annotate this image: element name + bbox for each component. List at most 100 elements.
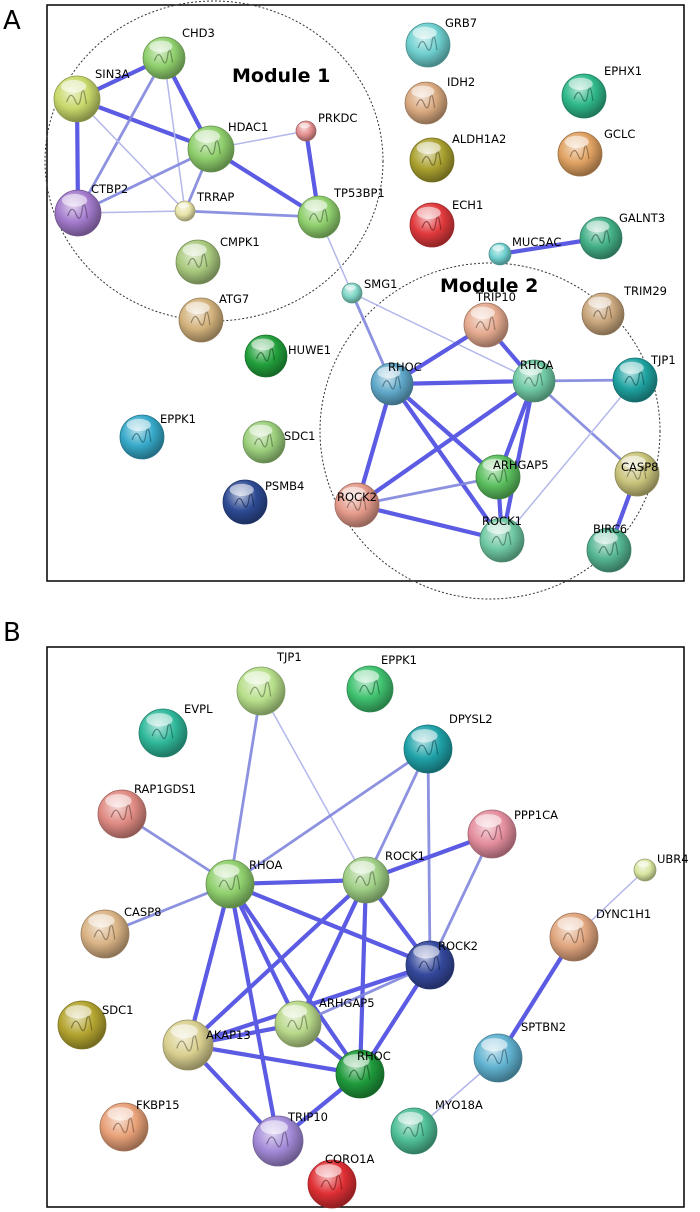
node-label: SMG1 <box>364 277 397 291</box>
structure-icon <box>255 347 276 362</box>
node-trim29[interactable]: TRIM29 <box>581 284 667 336</box>
edge-rhoa-trip10 <box>227 883 281 1142</box>
node-label: CASP8 <box>124 905 161 919</box>
node-rap1gds1[interactable]: RAP1GDS1 <box>97 782 196 839</box>
node-highlight <box>343 1054 370 1068</box>
node-highlight <box>185 301 210 315</box>
node-highlight <box>412 26 437 40</box>
node-eppk1[interactable]: EPPK1 <box>346 653 417 713</box>
edge-smg1-rhoa <box>351 292 535 382</box>
node-label: RHOC <box>388 360 422 374</box>
node-label: TRRAP <box>196 190 234 204</box>
structure-icon <box>415 94 436 109</box>
node-grb7[interactable]: GRB7 <box>405 16 477 68</box>
node-hdac1[interactable]: HDAC1 <box>187 120 268 173</box>
node-myo18a[interactable]: MYO18A <box>390 1098 483 1155</box>
node-rhoc[interactable]: RHOC <box>370 360 422 406</box>
node-prkdc[interactable]: PRKDC <box>295 111 357 142</box>
node-casp8[interactable]: CASP8 <box>614 451 660 497</box>
structure-icon <box>523 372 544 387</box>
node-aldh1a2[interactable]: ALDH1A2 <box>409 132 506 183</box>
node-tjp1[interactable]: TJP1 <box>236 650 302 716</box>
node-rhoc[interactable]: RHOC <box>335 1049 391 1099</box>
node-rhoa[interactable]: RHOA <box>512 358 556 403</box>
node-dpysl2[interactable]: DPYSL2 <box>403 712 493 774</box>
node-casp8[interactable]: CASP8 <box>80 905 161 959</box>
node-highlight <box>593 531 618 545</box>
node-label: GCLC <box>604 127 635 141</box>
node-trip10[interactable]: TRIP10 <box>463 290 516 348</box>
node-highlight <box>170 1024 198 1039</box>
node-ech1[interactable]: ECH1 <box>409 198 483 248</box>
node-highlight <box>345 284 356 291</box>
node-label: GRB7 <box>445 16 477 30</box>
node-rock1[interactable]: ROCK1 <box>479 514 525 563</box>
node-eppk1[interactable]: EPPK1 <box>119 412 196 460</box>
node-label: RHOA <box>249 858 282 872</box>
node-label: BIRC6 <box>593 522 627 536</box>
structure-icon <box>287 1014 308 1030</box>
node-galnt3[interactable]: GALNT3 <box>579 211 665 260</box>
node-tp53bp1[interactable]: TP53BP1 <box>297 186 385 239</box>
node-arhgap5[interactable]: ARHGAP5 <box>274 996 375 1048</box>
node-fkbp15[interactable]: FKBP15 <box>99 1098 180 1152</box>
node-gclc[interactable]: GCLC <box>557 127 635 177</box>
node-rhoa[interactable]: RHOA <box>205 858 282 909</box>
node-dync1h1[interactable]: DYNC1H1 <box>549 907 651 962</box>
node-highlight <box>568 77 593 91</box>
node-coro1a[interactable]: CORO1A <box>307 1152 374 1209</box>
node-sptbn2[interactable]: SPTBN2 <box>473 1020 566 1083</box>
node-arhgap5[interactable]: ARHGAP5 <box>475 454 549 500</box>
structure-icon <box>200 139 221 155</box>
node-highlight <box>178 202 189 209</box>
node-atg7[interactable]: ATG7 <box>178 292 249 343</box>
node-highlight <box>564 135 589 149</box>
edge-rhoa-rock1 <box>499 380 537 541</box>
node-label: CMPK1 <box>220 235 260 249</box>
node-ctbp2[interactable]: CTBP2 <box>54 182 128 237</box>
structure-icon <box>569 145 590 160</box>
node-smg1[interactable]: SMG1 <box>341 277 397 304</box>
node-tjp1[interactable]: TJP1 <box>612 353 676 403</box>
structure-icon <box>187 253 208 268</box>
structure-icon <box>480 824 503 841</box>
node-psmb4[interactable]: PSMB4 <box>222 479 304 525</box>
node-cmpk1[interactable]: CMPK1 <box>175 235 260 285</box>
node-huwe1[interactable]: HUWE1 <box>244 334 331 378</box>
edge-rock1-arhgap5 <box>296 879 368 1025</box>
node-label: TRIM29 <box>623 284 667 298</box>
node-label: ARHGAP5 <box>493 458 549 472</box>
node-sin3a[interactable]: SIN3A <box>53 67 130 123</box>
edge-rhoa-rhoc <box>228 882 362 1076</box>
node-trrap[interactable]: TRRAP <box>174 190 234 222</box>
node-ubr4[interactable]: UBR4 <box>633 852 689 882</box>
node-muc5ac[interactable]: MUC5AC <box>488 235 561 266</box>
node-label: SIN3A <box>95 67 130 81</box>
node-highlight <box>486 521 511 535</box>
node-trip10[interactable]: TRIP10 <box>252 1110 328 1167</box>
node-birc6[interactable]: BIRC6 <box>586 522 632 573</box>
node-sdc1[interactable]: SDC1 <box>57 1000 134 1050</box>
node-highlight <box>411 729 438 743</box>
node-ppp1ca[interactable]: PPP1CA <box>467 808 558 859</box>
node-highlight <box>353 669 380 683</box>
node-highlight <box>621 455 646 469</box>
node-evpl[interactable]: EVPL <box>138 702 213 758</box>
node-label: MYO18A <box>435 1098 483 1112</box>
node-chd3[interactable]: CHD3 <box>142 26 215 80</box>
node-highlight <box>281 1004 308 1018</box>
node-ephx1[interactable]: EPHX1 <box>561 64 642 119</box>
node-highlight <box>88 914 115 928</box>
node-highlight <box>107 1107 134 1121</box>
node-rock1[interactable]: ROCK1 <box>342 849 425 904</box>
node-label: SPTBN2 <box>521 1020 566 1034</box>
node-rock2[interactable]: ROCK2 <box>334 482 380 528</box>
node-rock2[interactable]: ROCK2 <box>405 939 478 990</box>
node-idh2[interactable]: IDH2 <box>404 75 475 125</box>
edge-rhoa-rock2 <box>229 882 431 967</box>
edge-dpysl2-rhoa <box>229 747 429 886</box>
node-sdc1[interactable]: SDC1 <box>242 420 316 464</box>
structure-icon <box>70 1015 93 1032</box>
node-akap13[interactable]: AKAP13 <box>162 1019 251 1071</box>
